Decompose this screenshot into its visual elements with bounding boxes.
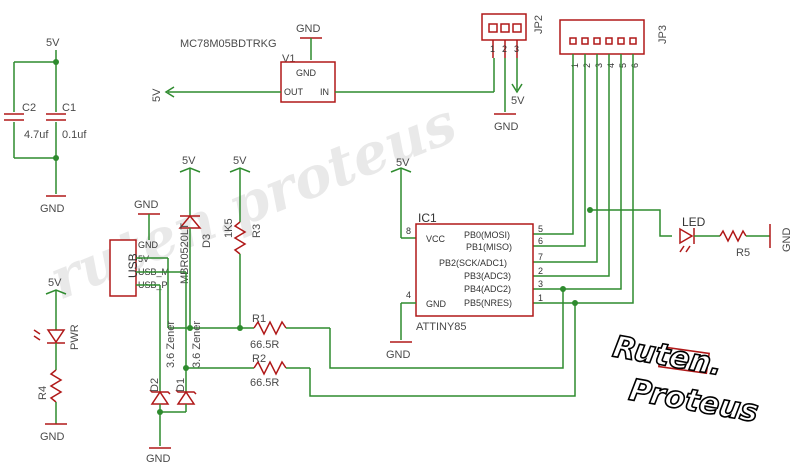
ic-pin-pb4: PB4(ADC2) bbox=[464, 284, 511, 294]
d3-part: MBR0520LT bbox=[179, 223, 191, 284]
r3-value: 1K5 bbox=[223, 218, 235, 238]
c2-ref: C2 bbox=[22, 102, 36, 114]
jp3-body bbox=[559, 19, 645, 55]
regulator-v1: GND MC78M05BDTRKG V1 GND OUT IN 5V bbox=[151, 23, 495, 103]
ic-vcc-pin: VCC bbox=[426, 234, 446, 244]
zener-diodes: GND D2 3.6 Zener D1 3.6 Zener bbox=[146, 321, 203, 465]
pwr-ref: PWR bbox=[69, 324, 81, 350]
regulator-5v-label: 5V bbox=[151, 88, 163, 102]
usb-body bbox=[109, 239, 137, 297]
d3-diode: 5V D3 MBR0520LT bbox=[178, 155, 213, 328]
d2-type: 3.6 Zener bbox=[165, 321, 177, 368]
usb-gnd-label: GND bbox=[134, 199, 159, 211]
ic-vcc-pin-num: 8 bbox=[406, 226, 411, 236]
d1-type: 3.6 Zener bbox=[191, 321, 203, 368]
usb-pin-gnd: GND bbox=[138, 240, 159, 250]
ic-pin-pb5: PB5(NRES) bbox=[464, 298, 512, 308]
jp2-pin-3: 3 bbox=[514, 44, 519, 54]
pwr-5v-label: 5V bbox=[48, 277, 62, 289]
r1-ref: R1 bbox=[252, 313, 266, 325]
r5-body bbox=[719, 229, 747, 243]
ic-gnd-label: GND bbox=[386, 349, 411, 361]
r4-ref: R4 bbox=[37, 386, 49, 400]
ic-ref: IC1 bbox=[418, 211, 437, 225]
jp3-pin-4: 4 bbox=[606, 63, 616, 68]
ic-pin-pb4-num: 3 bbox=[538, 279, 543, 289]
usb-connector: GND USB GND 5V USB_M USB_P bbox=[109, 199, 186, 370]
ic-gnd-pin: GND bbox=[426, 299, 447, 309]
ic-pin-pb5-num: 1 bbox=[538, 293, 543, 303]
jp3-pin-2: 2 bbox=[582, 63, 592, 68]
r2-resistor: R2 66.5R bbox=[183, 272, 578, 397]
d3-5v-label: 5V bbox=[182, 155, 196, 167]
ic-pin-pb3-num: 2 bbox=[538, 266, 543, 276]
jp2-ref: JP2 bbox=[533, 15, 545, 34]
r3-ref: R3 bbox=[251, 224, 263, 238]
ic-pin-pb0: PB0(MOSI) bbox=[464, 230, 510, 240]
d1-ref: D1 bbox=[175, 378, 187, 392]
regulator-gnd-pin: GND bbox=[296, 68, 317, 78]
logo-line-2: Proteus bbox=[626, 373, 760, 430]
jp2-pin-2: 2 bbox=[502, 44, 507, 54]
cap-5v-label: 5V bbox=[46, 37, 60, 49]
r1-value: 66.5R bbox=[250, 339, 279, 351]
r5-ref: R5 bbox=[736, 247, 750, 259]
jp3-ref: JP3 bbox=[657, 25, 669, 44]
connector-jp3: 1 2 3 4 5 6 JP3 bbox=[559, 19, 669, 68]
regulator-body bbox=[280, 61, 336, 103]
led-ref: LED bbox=[682, 215, 706, 229]
ic-gnd-pin-num: 4 bbox=[406, 290, 411, 300]
r2-value: 66.5R bbox=[250, 377, 279, 389]
ic-body bbox=[415, 223, 534, 317]
jp3-pin-6: 6 bbox=[630, 63, 640, 68]
connector-jp2: 1 2 3 JP2 GND 5V bbox=[481, 13, 545, 133]
usb-pin-5v: 5V bbox=[138, 254, 149, 264]
cap-gnd-label: GND bbox=[40, 203, 65, 215]
regulator-part: MC78M05BDTRKG bbox=[180, 38, 277, 50]
r3-resistor: 5V 1K5 R3 bbox=[223, 155, 263, 328]
jp3-pin-3: 3 bbox=[594, 63, 604, 68]
status-led: LED R5 GND bbox=[679, 215, 793, 259]
ic-pin-pb0-num: 5 bbox=[538, 224, 543, 234]
jp2-gnd-label: GND bbox=[494, 121, 519, 133]
c2-value: 4.7uf bbox=[24, 129, 49, 141]
ic-part: ATTINY85 bbox=[416, 321, 467, 333]
r2-ref: R2 bbox=[252, 353, 266, 365]
ic-5v-label: 5V bbox=[396, 157, 410, 169]
capacitor-section: 5V C2 4.7uf C1 0.1uf GND bbox=[4, 37, 87, 215]
d2-ref: D2 bbox=[149, 378, 161, 392]
ic-pin-pb3: PB3(ADC3) bbox=[464, 271, 511, 281]
c1-value: 0.1uf bbox=[62, 129, 87, 141]
r1-resistor: R1 66.5R bbox=[167, 286, 566, 369]
jp3-pin-5: 5 bbox=[618, 63, 628, 68]
ic-pin-pb2-num: 7 bbox=[538, 252, 543, 262]
jp2-5v-label: 5V bbox=[511, 95, 525, 107]
c1-ref: C1 bbox=[62, 102, 76, 114]
logo-line-1: Ruten. bbox=[610, 329, 725, 383]
jp2-pin-1: 1 bbox=[490, 44, 495, 54]
r3-5v-label: 5V bbox=[233, 155, 247, 167]
ic-attiny85: 5V IC1 VCC 8 GND 4 PB0(MOSI) PB1(MISO) P… bbox=[386, 157, 543, 361]
led-gnd-label: GND bbox=[781, 228, 793, 253]
regulator-top-gnd: GND bbox=[296, 23, 321, 35]
d3-ref: D3 bbox=[201, 234, 213, 248]
watermark-text: ruten.proteus bbox=[41, 90, 466, 313]
jp3-pin-1: 1 bbox=[570, 63, 580, 68]
pwr-gnd-label: GND bbox=[40, 431, 65, 443]
regulator-in-pin: IN bbox=[320, 87, 329, 97]
regulator-out-pin: OUT bbox=[284, 87, 304, 97]
power-led: 5V PWR R4 GND bbox=[33, 277, 81, 443]
ic-pin-pb2: PB2(SCK/ADC1) bbox=[439, 258, 507, 268]
zener-gnd-label: GND bbox=[146, 453, 171, 465]
ic-pin-pb1-num: 6 bbox=[538, 236, 543, 246]
brand-logo: Ruten. Proteus bbox=[609, 329, 761, 431]
r4-body bbox=[49, 369, 63, 403]
ic-pin-pb1: PB1(MISO) bbox=[466, 242, 512, 252]
